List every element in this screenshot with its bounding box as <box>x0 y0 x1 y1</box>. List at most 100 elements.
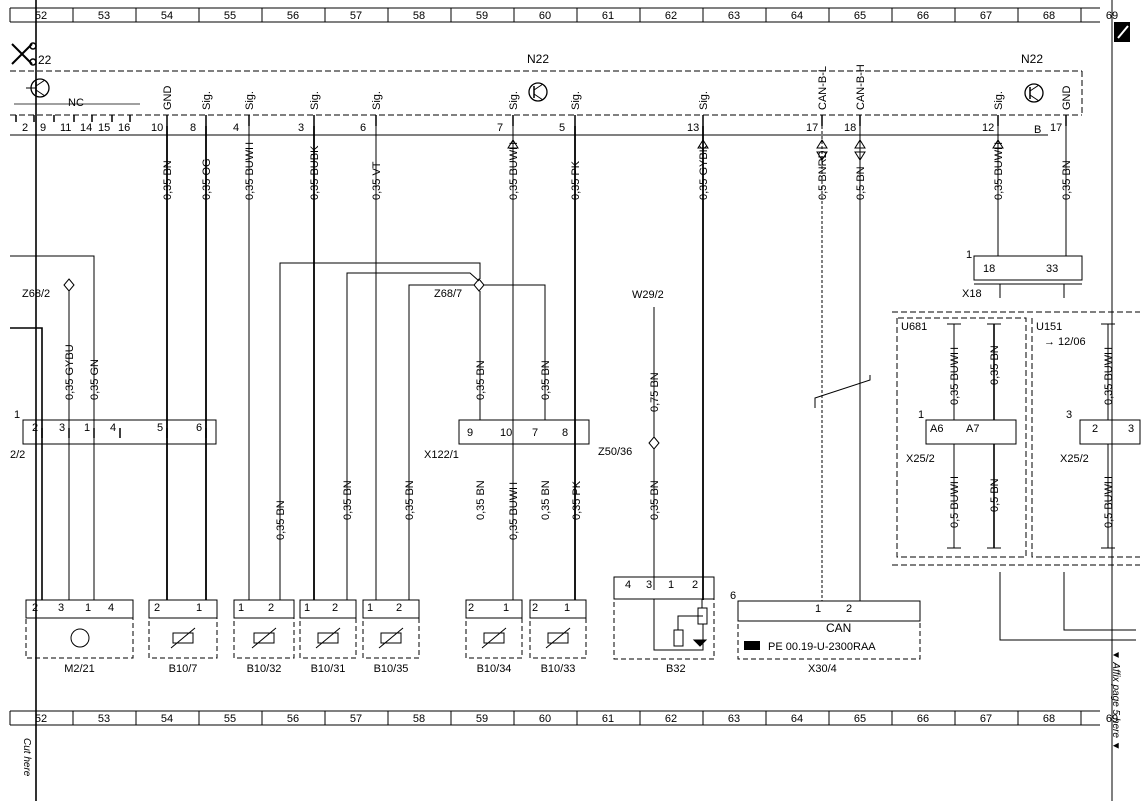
signal-pin: 6 <box>360 122 366 134</box>
ruler-column: 53 <box>98 10 110 22</box>
signal-type: Sig. <box>244 91 256 110</box>
signal-pin: 10 <box>151 122 163 134</box>
svg-text:X122/1: X122/1 <box>424 449 459 461</box>
signal-type: Sig. <box>508 91 520 110</box>
ruler-column: 68 <box>1043 713 1055 725</box>
wire-label: 0,35 VT <box>371 161 383 200</box>
signal-pin: 8 <box>190 122 196 134</box>
svg-text:X18: X18 <box>962 288 982 300</box>
ruler-column: 52 <box>35 10 47 22</box>
affix-note: ▼ Affix page 5 here ▼ <box>1110 650 1121 751</box>
x18-pin: 33 <box>1046 263 1058 275</box>
n22-control-unit-box <box>10 70 1083 136</box>
wire-label: 0,35 BN <box>540 360 552 400</box>
signal-pin: 4 <box>233 122 239 134</box>
ruler-column: 66 <box>917 10 929 22</box>
nc-label: NC <box>68 97 84 109</box>
ruler-column: 56 <box>287 10 299 22</box>
svg-text:X25/2: X25/2 <box>1060 453 1089 465</box>
signal-type: Sig. <box>371 91 383 110</box>
splice-z50-36: Z50/36 <box>598 436 660 458</box>
connector-pin: 1 <box>84 422 90 434</box>
svg-text:1: 1 <box>918 409 924 421</box>
nc-pin: 14 <box>80 122 92 134</box>
ruler-column: 67 <box>980 10 992 22</box>
connector-pin: 3 <box>59 422 65 434</box>
n22-label-left: N22 <box>527 52 549 66</box>
component-label: B10/31 <box>311 663 346 675</box>
wire-label: 0,35 OG <box>201 158 213 200</box>
wire-label: 0,35 BN <box>540 480 552 520</box>
component-pin: 4 <box>108 602 114 614</box>
ruler-column: 59 <box>476 10 488 22</box>
signal-pin: 3 <box>298 122 304 134</box>
splice-z68-7: Z68/7 <box>434 278 485 300</box>
signal-type: Sig. <box>698 91 710 110</box>
wire-label: 0,5 BN <box>855 166 867 200</box>
ruler-column: 60 <box>539 10 551 22</box>
wire-label: 0,35 PK <box>571 480 583 520</box>
connector-pin: 2 <box>32 422 38 434</box>
component-label: B10/34 <box>477 663 512 675</box>
module-wires <box>947 323 1115 549</box>
ruler-column: 65 <box>854 713 866 725</box>
connector-pin: 7 <box>532 427 538 439</box>
component-label: X30/4 <box>808 663 837 675</box>
x25-pin: A6 <box>930 423 943 435</box>
wire-label: 0,35 BUWH <box>993 142 1005 200</box>
component-pin: 1 <box>196 602 202 614</box>
module-u151-ref: → 12/06 <box>1044 336 1086 348</box>
connector-x25-b: 3 X25/2 <box>1060 409 1141 465</box>
ruler-column: 54 <box>161 10 173 22</box>
signal-type: Sig. <box>993 91 1005 110</box>
pencil-icon <box>1114 22 1130 42</box>
wire-label: 0,35 BUWH <box>1103 347 1115 405</box>
signal-pin: 12 <box>982 122 994 134</box>
component-pin: 2 <box>154 602 160 614</box>
connector-pin: 6 <box>196 422 202 434</box>
component-pin: 1 <box>304 602 310 614</box>
x25-pin: 3 <box>1128 423 1134 435</box>
cut-here-note: Cut here <box>21 738 32 777</box>
component-pin: 1 <box>668 579 674 591</box>
component-pin: 2 <box>396 602 402 614</box>
connector-x25-a: 1 X25/2 <box>906 409 1017 465</box>
nc-pin: 11 <box>60 122 71 134</box>
ruler-column: 62 <box>665 10 677 22</box>
svg-text:Z50/36: Z50/36 <box>598 446 632 458</box>
svg-text:Z68/2: Z68/2 <box>22 288 50 300</box>
x25-pin: 2 <box>1092 423 1098 435</box>
signal-pin: 7 <box>497 122 503 134</box>
nc-pin: 15 <box>98 122 110 134</box>
signal-type: Sig. <box>570 91 582 110</box>
n22-label-right: N22 <box>1021 52 1043 66</box>
component-pin: 1 <box>367 602 373 614</box>
ruler-column: 66 <box>917 713 929 725</box>
wire-label: 0,35 BN <box>475 480 487 520</box>
signal-pin: 5 <box>559 122 565 134</box>
transistor-icon <box>26 78 50 98</box>
hand-pointer-icon <box>744 641 760 650</box>
component-pin: 2 <box>332 602 338 614</box>
connector-pin: 9 <box>467 427 473 439</box>
ruler-column: 58 <box>413 713 425 725</box>
x25-pin: A7 <box>966 423 979 435</box>
signal-type: GND <box>1061 86 1073 111</box>
ruler-column: 62 <box>665 713 677 725</box>
signal-columns: GND 10 0,35 BN Sig. 8 0,35 OG Sig. 4 0,35 BUWH Si… <box>151 64 1073 600</box>
component-label: B32 <box>666 663 686 675</box>
ruler-column: 53 <box>98 713 110 725</box>
ruler-column: 59 <box>476 713 488 725</box>
ruler-column: 61 <box>602 713 614 725</box>
signal-type: Sig. <box>201 91 213 110</box>
wire-label: 0,5 BUWH <box>1103 476 1115 528</box>
ruler-column: 64 <box>791 10 803 22</box>
harness-lines <box>10 255 1136 641</box>
splice-w29-2: W29/2 <box>632 289 664 301</box>
module-u681-label: U681 <box>901 321 927 333</box>
